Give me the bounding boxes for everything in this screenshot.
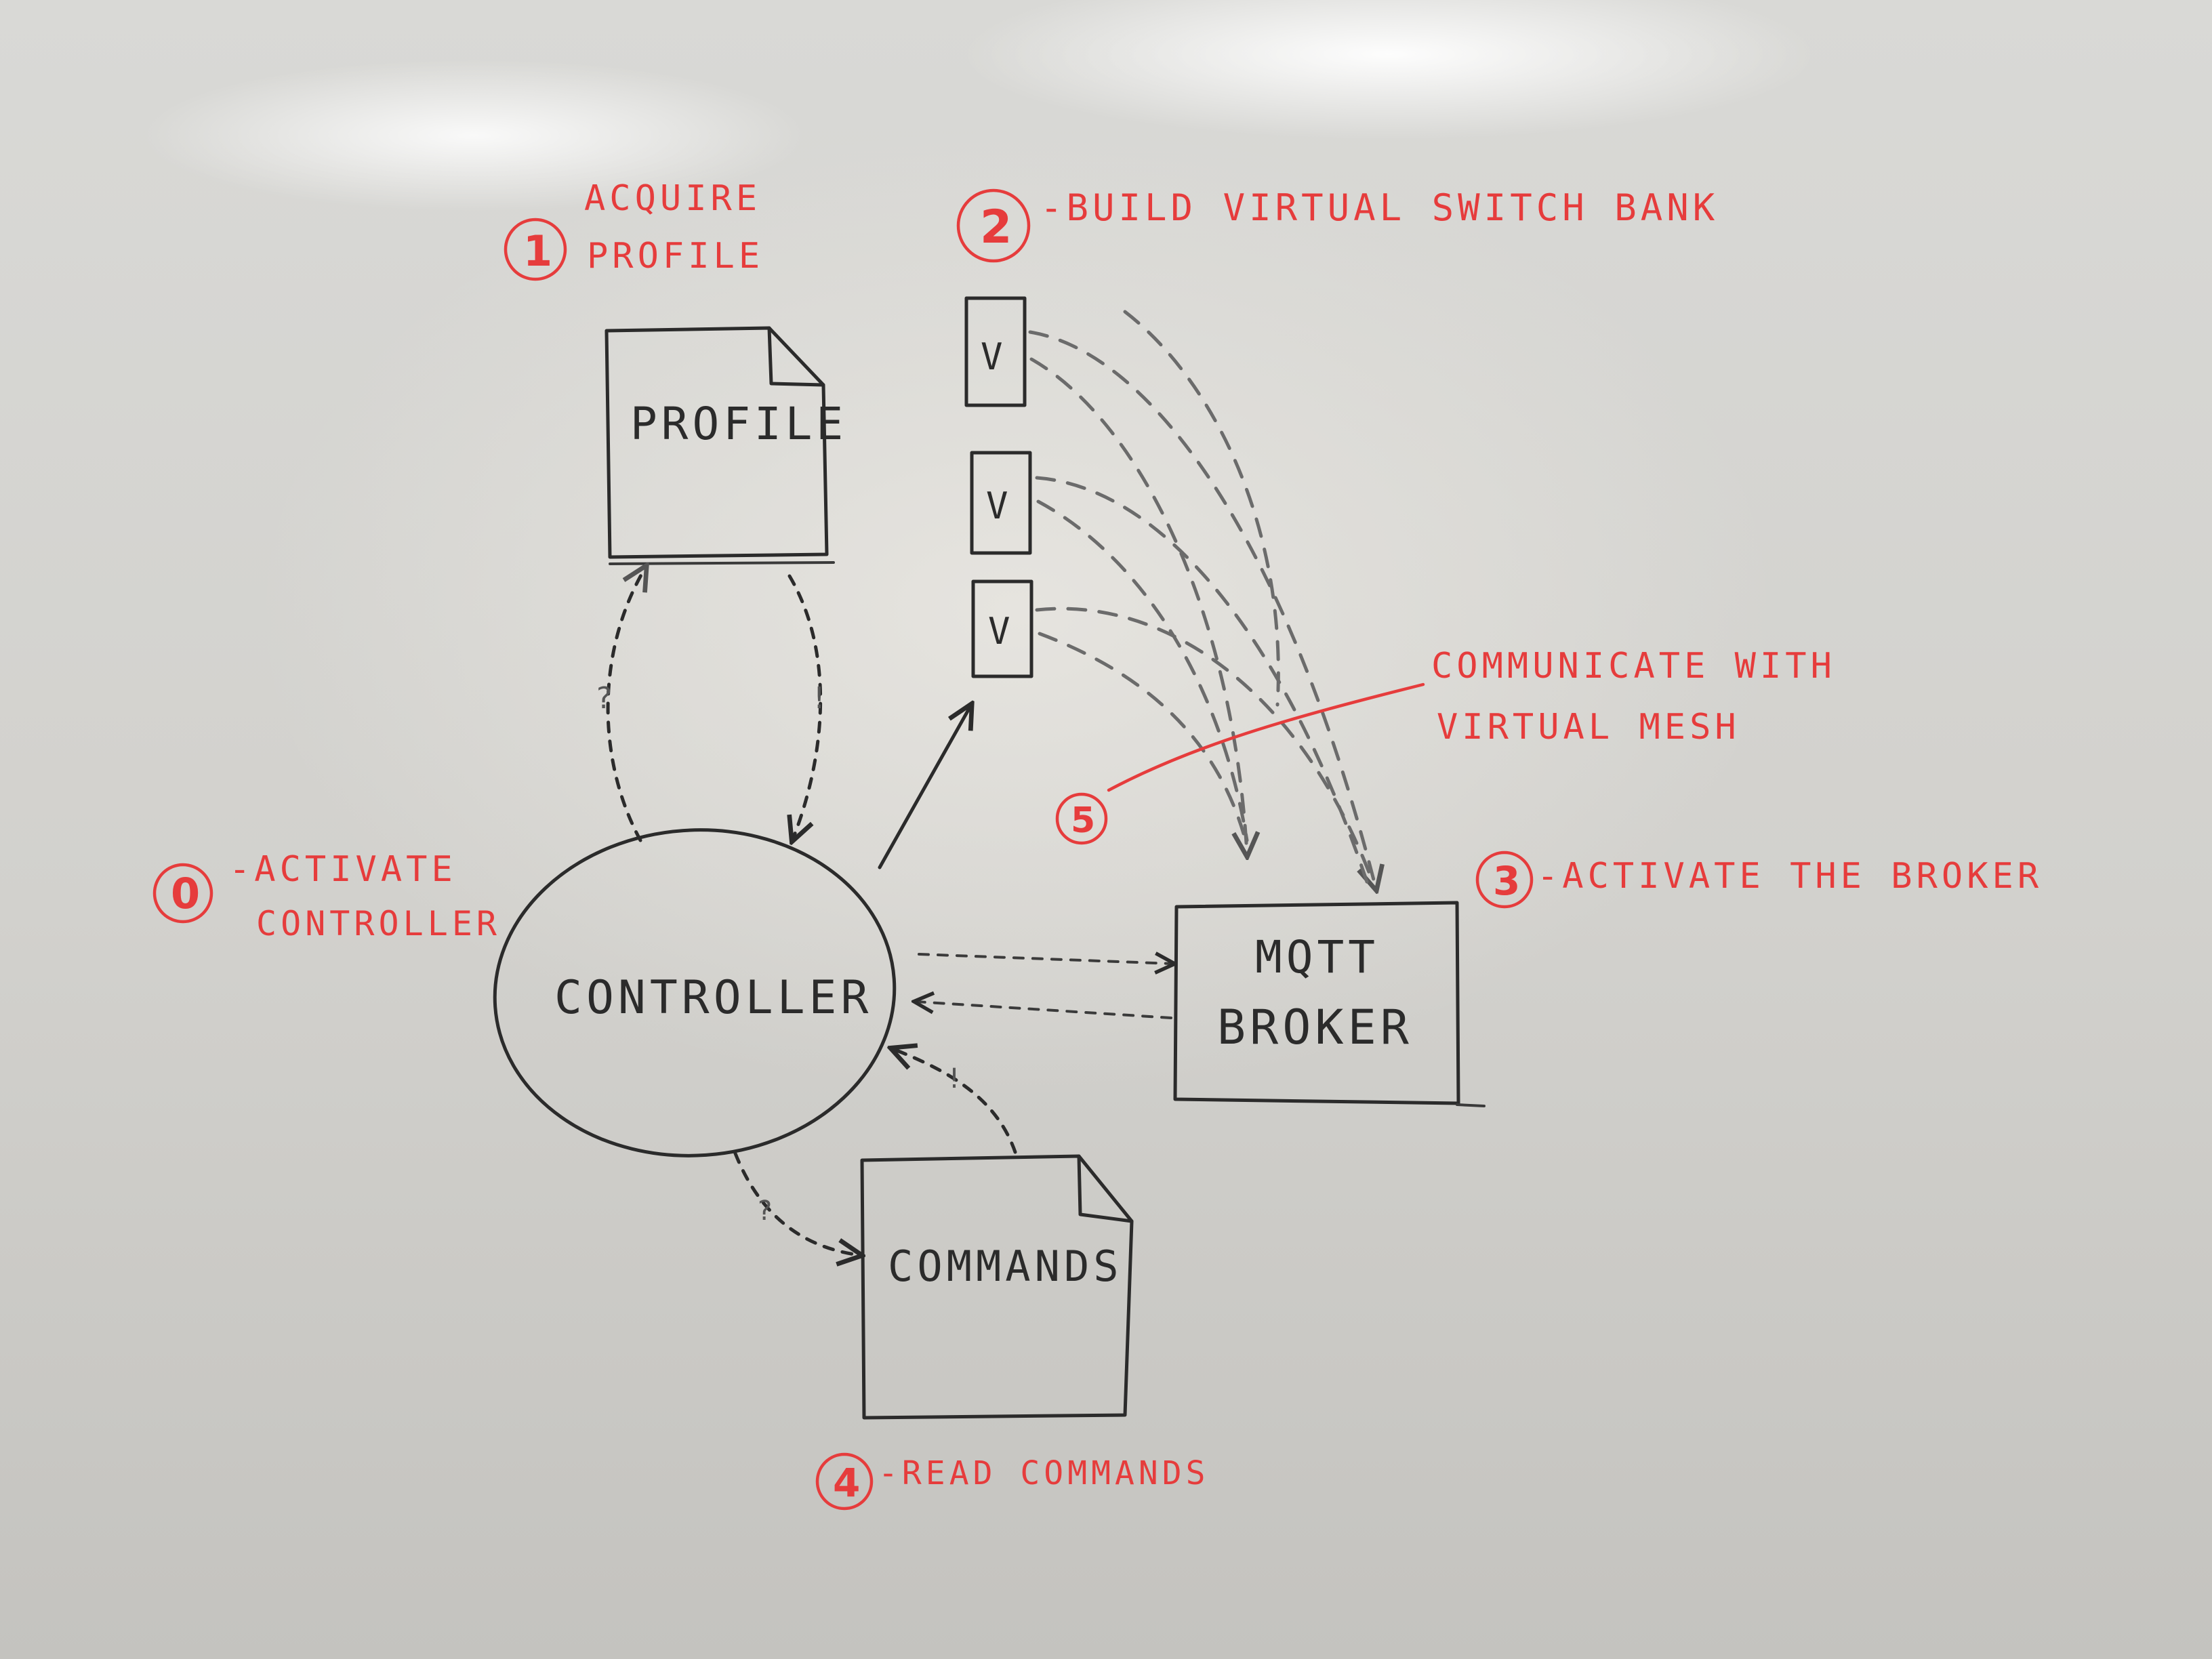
step-4-annotation: 4 -READ COMMANDS xyxy=(815,1452,1210,1511)
profile-label: PROFILE xyxy=(630,398,847,450)
broker-label-line2: BROKER xyxy=(1217,1000,1413,1055)
controller-label: CONTROLLER xyxy=(554,971,872,1025)
build-switch-arrow xyxy=(878,706,970,869)
step-0-line2: CONTROLLER xyxy=(256,904,501,943)
virtual-switch-2 xyxy=(970,451,1032,555)
step-5-leader-line xyxy=(1107,682,1425,792)
request-commands-arrow xyxy=(733,1151,859,1255)
virtual-switch-3 xyxy=(971,579,1033,678)
virtual-mesh-links xyxy=(1028,310,1376,888)
commands-response-arrow xyxy=(893,1049,1017,1154)
step-2-number: 2 xyxy=(980,201,1012,254)
step-3-number: 3 xyxy=(1493,858,1520,904)
step-4-text: -READ COMMANDS xyxy=(878,1454,1210,1492)
broker-to-controller-arrow xyxy=(916,1002,1172,1019)
step-5-number: 5 xyxy=(1071,800,1095,841)
controller-commands-arrows: ? ! xyxy=(733,1049,1017,1255)
step-2-text: -BUILD VIRTUAL SWITCH BANK xyxy=(1040,186,1719,229)
commands-document: COMMANDS xyxy=(860,1154,1134,1420)
step-0-number: 0 xyxy=(171,869,200,918)
commands-request-marker: ? xyxy=(758,1195,772,1227)
commands-response-marker: ! xyxy=(949,1063,960,1094)
step-1-annotation: 1 ACQUIRE PROFILE xyxy=(504,178,764,281)
mqtt-broker-node: MQTT BROKER xyxy=(1173,901,1486,1107)
request-marker: ? xyxy=(596,681,612,716)
switch-label-1: V xyxy=(981,335,1007,378)
virtual-switch-bank: V V V xyxy=(964,296,1033,678)
profile-document: PROFILE xyxy=(605,326,847,565)
step-3-annotation: 3 -ACTIVATE THE BROKER xyxy=(1475,851,2043,909)
request-profile-arrow xyxy=(606,568,645,842)
profile-response-arrow xyxy=(790,574,823,839)
broker-label-line1: MQTT xyxy=(1255,931,1379,983)
switch-label-2: V xyxy=(986,485,1012,527)
controller-profile-arrows: ? ! xyxy=(596,568,825,840)
step-1-line2: PROFILE xyxy=(587,236,764,276)
step-0-line1: -ACTIVATE xyxy=(229,849,457,890)
step-5-line1: COMMUNICATE WITH xyxy=(1431,646,1836,687)
switch-label-3: V xyxy=(988,610,1015,653)
step-3-text: -ACTIVATE THE BROKER xyxy=(1537,856,2043,897)
controller-to-broker-arrow xyxy=(918,954,1172,964)
step-0-annotation: 0 -ACTIVATE CONTROLLER xyxy=(152,849,501,943)
response-marker: ! xyxy=(813,681,825,716)
virtual-switch-1 xyxy=(964,296,1027,407)
step-5-annotation: 5 COMMUNICATE WITH VIRTUAL MESH xyxy=(1055,646,1836,845)
step-2-annotation: 2 -BUILD VIRTUAL SWITCH BANK xyxy=(956,186,1719,263)
controller-node: CONTROLLER xyxy=(493,828,897,1158)
step-1-number: 1 xyxy=(523,226,552,276)
commands-label: COMMANDS xyxy=(888,1242,1123,1291)
step-4-number: 4 xyxy=(833,1460,860,1506)
step-5-line2: VIRTUAL MESH xyxy=(1437,707,1740,747)
step-1-line1: ACQUIRE xyxy=(584,178,761,219)
